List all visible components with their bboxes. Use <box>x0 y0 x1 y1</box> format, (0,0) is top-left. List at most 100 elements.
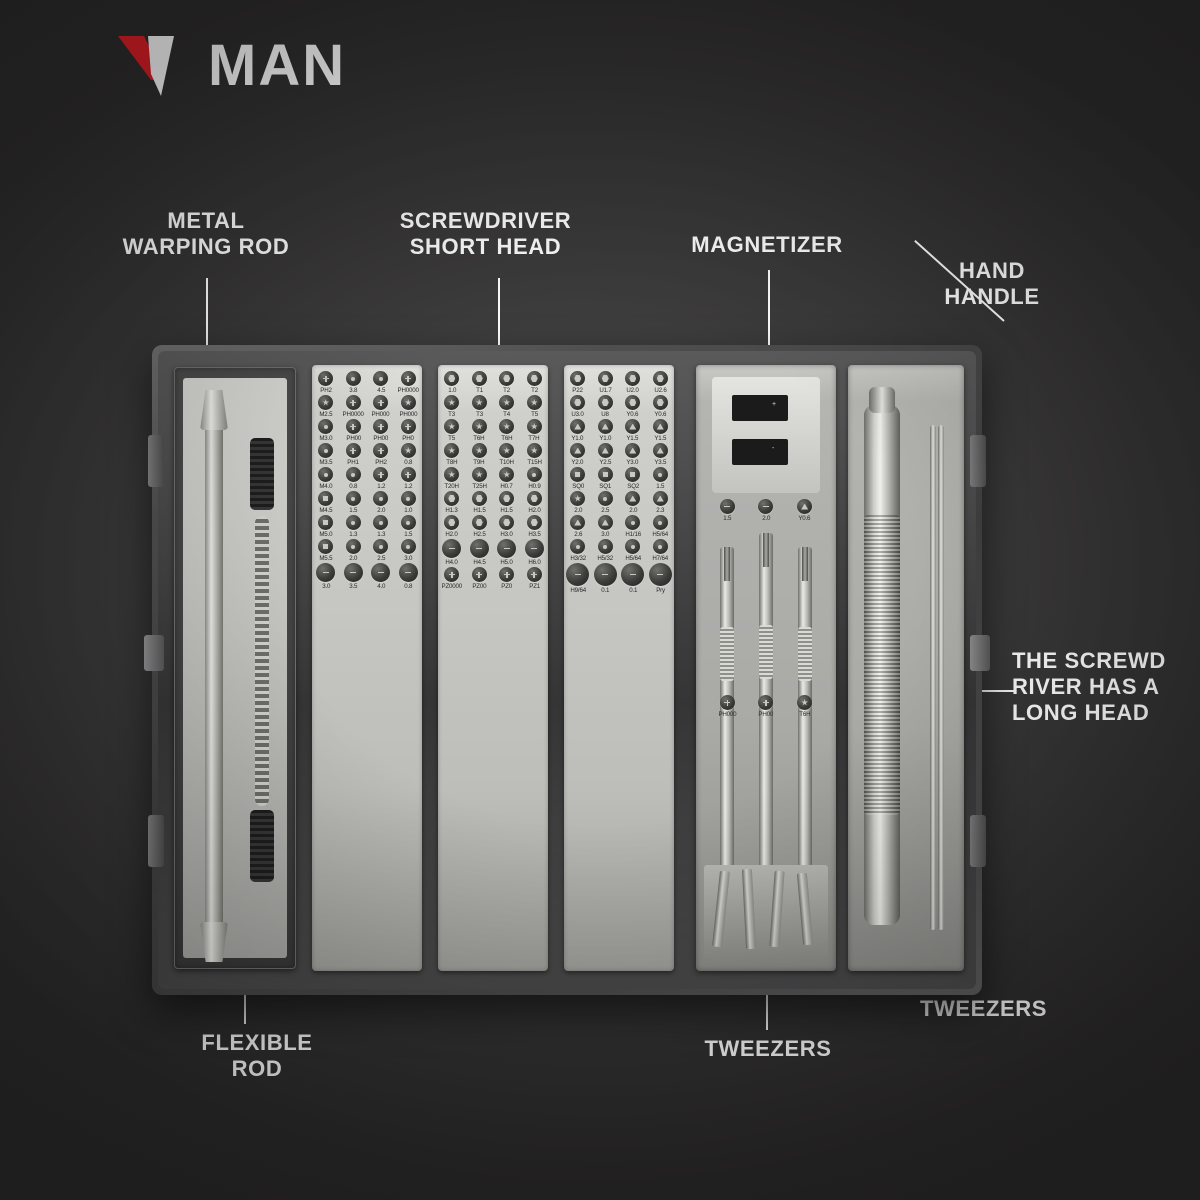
tweezer-1[interactable] <box>712 870 730 948</box>
bit[interactable]: 2.5 <box>367 539 395 562</box>
long-tweezers[interactable] <box>930 425 946 930</box>
bit[interactable]: 1.3 <box>367 515 395 538</box>
bit[interactable]: H1.5 <box>466 491 494 514</box>
bit[interactable]: T15H <box>521 443 549 466</box>
bit[interactable]: 0.1 <box>592 563 620 594</box>
bit[interactable]: 0.1 <box>619 563 647 594</box>
bit[interactable]: 3.5 <box>340 563 368 590</box>
bit[interactable]: T6H <box>785 695 824 718</box>
bit[interactable]: PZ1 <box>521 567 549 590</box>
bit[interactable]: T5 <box>521 395 549 418</box>
bit[interactable]: U8 <box>592 395 620 418</box>
bit[interactable]: PH000 <box>367 395 395 418</box>
bit[interactable]: 4.0 <box>367 563 395 590</box>
bit[interactable]: T9H <box>466 443 494 466</box>
bit[interactable]: Pry <box>647 563 675 594</box>
bit[interactable]: H2.0 <box>438 515 466 538</box>
bit[interactable]: Y1.5 <box>619 419 647 442</box>
bit[interactable]: T6H <box>493 419 521 442</box>
bit[interactable]: T4 <box>493 395 521 418</box>
tweezer-4[interactable] <box>796 872 814 946</box>
bit[interactable]: T1 <box>466 371 494 394</box>
bit[interactable]: PH1 <box>340 443 368 466</box>
bit[interactable]: T3 <box>438 395 466 418</box>
bit[interactable]: U2.6 <box>647 371 675 394</box>
bit[interactable]: H7/64 <box>647 539 675 562</box>
bit[interactable]: 1.0 <box>395 491 423 514</box>
bit[interactable]: 2.0 <box>340 539 368 562</box>
bit[interactable]: H0.9 <box>521 467 549 490</box>
bit[interactable]: H6.0 <box>521 539 549 566</box>
bit[interactable]: T7H <box>521 419 549 442</box>
bit[interactable]: T20H <box>438 467 466 490</box>
bit[interactable]: H3/32 <box>564 539 592 562</box>
bit[interactable]: H5.0 <box>493 539 521 566</box>
bit[interactable]: PZ00 <box>466 567 494 590</box>
bit[interactable]: T8H <box>438 443 466 466</box>
bit[interactable]: PH00 <box>340 419 368 442</box>
bit[interactable]: 2.3 <box>647 491 675 514</box>
bit[interactable]: 0.8 <box>395 443 423 466</box>
bit[interactable]: M3.5 <box>312 443 340 466</box>
bit[interactable]: PH000 <box>708 695 747 718</box>
bit[interactable]: H5/32 <box>592 539 620 562</box>
bit[interactable]: H1/16 <box>619 515 647 538</box>
bit[interactable]: SQ2 <box>619 467 647 490</box>
bit[interactable]: H1.3 <box>438 491 466 514</box>
bit[interactable]: H2.5 <box>466 515 494 538</box>
bit[interactable]: T5 <box>438 419 466 442</box>
hand-handle[interactable] <box>864 387 900 925</box>
bit[interactable]: M5.0 <box>312 515 340 538</box>
bit[interactable]: Y1.0 <box>592 419 620 442</box>
bit[interactable]: 1.2 <box>367 467 395 490</box>
bit[interactable]: Y3.0 <box>619 443 647 466</box>
case-latch-left[interactable] <box>144 635 164 671</box>
bit[interactable]: 1.5 <box>708 499 747 522</box>
bit[interactable]: PH0 <box>395 419 423 442</box>
bit[interactable]: 1.2 <box>395 467 423 490</box>
bit[interactable]: 3.0 <box>395 539 423 562</box>
bit[interactable]: PH00 <box>367 419 395 442</box>
bit[interactable]: Y2.0 <box>564 443 592 466</box>
bit[interactable]: 2.0 <box>367 491 395 514</box>
bit[interactable]: P22 <box>564 371 592 394</box>
tweezer-3[interactable] <box>769 870 785 948</box>
bit[interactable]: 2.5 <box>592 491 620 514</box>
bit[interactable]: M3.0 <box>312 419 340 442</box>
bit[interactable]: 1.5 <box>395 515 423 538</box>
bit[interactable]: 4.5 <box>367 371 395 394</box>
bit[interactable]: 3.8 <box>340 371 368 394</box>
bit[interactable]: H3.0 <box>493 515 521 538</box>
bit[interactable]: H5/64 <box>619 539 647 562</box>
bit[interactable]: 2.6 <box>564 515 592 538</box>
bit[interactable]: U2.0 <box>619 371 647 394</box>
bit[interactable]: T6H <box>466 419 494 442</box>
bit[interactable]: SQ0 <box>564 467 592 490</box>
magnetizer-block[interactable]: + - <box>712 377 820 493</box>
bit[interactable]: H9/64 <box>564 563 592 594</box>
bit[interactable]: Y3.5 <box>647 443 675 466</box>
bit[interactable]: SQ1 <box>592 467 620 490</box>
bit[interactable]: 0.8 <box>340 467 368 490</box>
bit[interactable]: Y0.6 <box>647 395 675 418</box>
bit[interactable]: M2.5 <box>312 395 340 418</box>
bit[interactable]: PH0000 <box>340 395 368 418</box>
bit[interactable]: U3.0 <box>564 395 592 418</box>
bit[interactable]: Y0.6 <box>619 395 647 418</box>
bit[interactable]: T2 <box>521 371 549 394</box>
bit[interactable]: H4.5 <box>466 539 494 566</box>
bit[interactable]: PH0000 <box>395 371 423 394</box>
bit[interactable]: 3.0 <box>592 515 620 538</box>
bit[interactable]: PH00 <box>747 695 786 718</box>
bit[interactable]: M4.0 <box>312 467 340 490</box>
bit[interactable]: Y1.0 <box>564 419 592 442</box>
bit[interactable]: M4.5 <box>312 491 340 514</box>
bit[interactable]: M5.5 <box>312 539 340 562</box>
bit[interactable]: H1.5 <box>493 491 521 514</box>
bit[interactable]: T3 <box>466 395 494 418</box>
bit[interactable]: U1.7 <box>592 371 620 394</box>
bit[interactable]: T2 <box>493 371 521 394</box>
